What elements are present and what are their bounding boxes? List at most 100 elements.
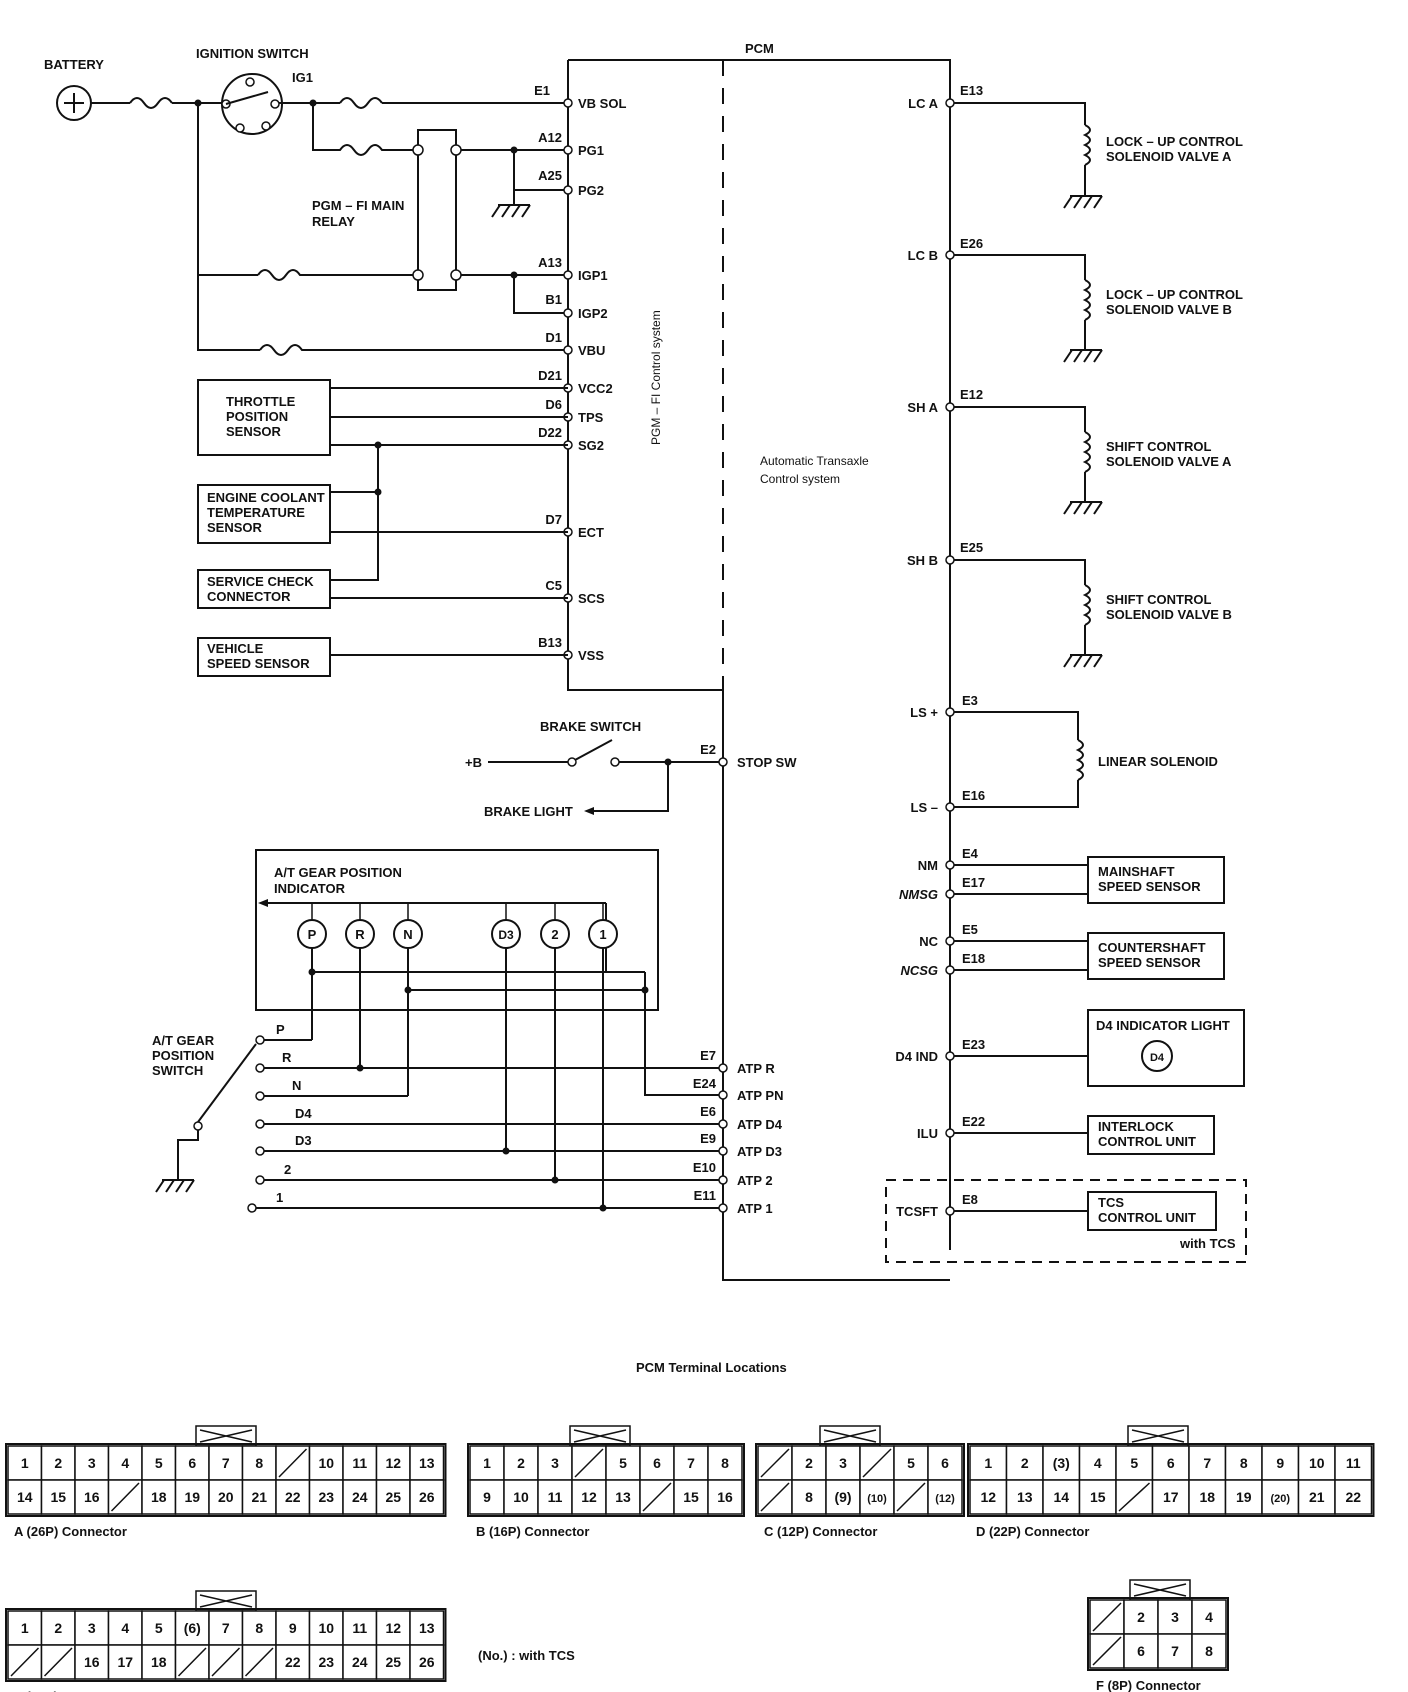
svg-text:ATP D3: ATP D3	[737, 1144, 782, 1159]
pin-label: VSS	[578, 648, 604, 663]
ignition-switch-label: IGNITION SWITCH	[196, 46, 309, 61]
connector-pin	[1123, 1633, 1159, 1669]
connector-pin	[375, 1610, 411, 1646]
pin-label: ECT	[578, 525, 604, 540]
pin-number: 22	[1345, 1489, 1361, 1505]
pin-number: 2	[1137, 1609, 1145, 1625]
pin-code: D6	[545, 397, 562, 412]
pin-number: 5	[155, 1620, 163, 1636]
pin-number: 11	[1346, 1455, 1361, 1471]
svg-text:LS –: LS –	[911, 800, 938, 815]
svg-text:E24: E24	[693, 1076, 717, 1091]
pin-number: 10	[1309, 1455, 1325, 1471]
vss-label-1: VEHICLE	[207, 641, 264, 656]
connector-pin	[241, 1479, 277, 1515]
svg-text:E10: E10	[693, 1160, 716, 1175]
gear-switch-title-2: POSITION	[152, 1048, 214, 1063]
pin-number: 3	[88, 1620, 96, 1636]
pin-number: 3	[839, 1455, 847, 1471]
connector-pin	[275, 1479, 311, 1515]
pin-label: VCC2	[578, 381, 613, 396]
svg-text:LS +: LS +	[910, 705, 938, 720]
connector-pin	[707, 1479, 743, 1515]
connector-label: A (26P) Connector	[14, 1524, 127, 1539]
pin-number: 11	[352, 1620, 367, 1636]
connector-pin	[927, 1445, 963, 1481]
coil-icon	[1082, 431, 1091, 473]
pin-number: 22	[285, 1489, 301, 1505]
svg-text:R: R	[355, 927, 365, 942]
svg-text:SPEED SENSOR: SPEED SENSOR	[1098, 879, 1201, 894]
ground-icon	[491, 204, 531, 218]
svg-text:P: P	[308, 927, 317, 942]
svg-text:NMSG: NMSG	[899, 887, 938, 902]
pin-number: 2	[517, 1455, 525, 1471]
engine-coolant-temperature-sensor	[197, 484, 331, 544]
tcs-note: (No.) : with TCS	[478, 1648, 575, 1663]
svg-text:D4: D4	[295, 1106, 312, 1121]
svg-text:LOCK – UP CONTROL: LOCK – UP CONTROL	[1106, 134, 1243, 149]
svg-text:E18: E18	[962, 951, 985, 966]
scs-label-1: SERVICE CHECK	[207, 574, 314, 589]
brake-switch-circuit: BRAKE SWITCH +B BRAKE LIGHT E2 STOP SW	[465, 719, 797, 819]
pin-code: C5	[545, 578, 562, 593]
svg-text:ATP R: ATP R	[737, 1061, 775, 1076]
svg-text:NM: NM	[918, 858, 938, 873]
main-relay-label-1: PGM – FI MAIN	[312, 198, 404, 213]
pin-number: 16	[84, 1654, 100, 1670]
connector-pin	[107, 1644, 143, 1680]
connector-pin	[1191, 1633, 1227, 1669]
lamp-r: R	[345, 919, 375, 949]
connector-pin	[141, 1479, 177, 1515]
connector-pin	[1334, 1479, 1373, 1515]
svg-text:SH A: SH A	[907, 400, 938, 415]
svg-text:SOLENOID VALVE B: SOLENOID VALVE B	[1106, 607, 1232, 622]
svg-text:LC B: LC B	[908, 248, 938, 263]
connector-pin	[275, 1644, 311, 1680]
svg-text:LINEAR SOLENOID: LINEAR SOLENOID	[1098, 754, 1218, 769]
pin-number: 2	[805, 1455, 813, 1471]
svg-text:E22: E22	[962, 1114, 985, 1129]
pin-number: 24	[352, 1654, 368, 1670]
svg-text:CONTROL UNIT: CONTROL UNIT	[1098, 1210, 1196, 1225]
pin-number: 12	[980, 1489, 996, 1505]
pin-number: 16	[717, 1489, 733, 1505]
lamp-n: N	[393, 919, 423, 949]
pin-number: 7	[1171, 1643, 1179, 1659]
pin-number: 18	[1199, 1489, 1215, 1505]
svg-text:2: 2	[284, 1162, 291, 1177]
pin-number: 4	[1205, 1609, 1213, 1625]
pin-number: 13	[419, 1455, 435, 1471]
svg-text:ATP 1: ATP 1	[737, 1201, 773, 1216]
pin-label: VBU	[578, 343, 605, 358]
pin-number: 3	[88, 1455, 96, 1471]
pin-number: 7	[687, 1455, 695, 1471]
pin-number: 18	[151, 1654, 167, 1670]
connector-pin	[537, 1445, 573, 1481]
connector-pin	[409, 1479, 445, 1515]
pin-number: 9	[483, 1489, 491, 1505]
svg-text:MAINSHAFT: MAINSHAFT	[1098, 864, 1175, 879]
pcm-left-pins: E1 VB SOL A12 PG1 A25 PG2 A13 IGP1 B1 IG…	[534, 83, 626, 663]
pin-number: 20	[218, 1489, 234, 1505]
coil-icon	[1075, 739, 1084, 781]
pin-number: 8	[255, 1620, 263, 1636]
gear-indicator-title-1: A/T GEAR POSITION	[274, 865, 402, 880]
pin-label: SG2	[578, 438, 604, 453]
connector-pin	[74, 1479, 110, 1515]
pin-code: E2	[700, 742, 716, 757]
connector-pin	[208, 1479, 244, 1515]
ig1-label: IG1	[292, 70, 313, 85]
tps-label-2: POSITION	[226, 409, 288, 424]
svg-text:E26: E26	[960, 236, 983, 251]
connector-pin	[791, 1445, 827, 1481]
svg-text:E7: E7	[700, 1048, 716, 1063]
pin-code: D7	[545, 512, 562, 527]
connector-pin	[208, 1445, 244, 1481]
pin-number: 21	[251, 1489, 267, 1505]
at-control-label-1: Automatic Transaxle	[760, 454, 869, 468]
svg-text:SHIFT CONTROL: SHIFT CONTROL	[1106, 592, 1211, 607]
